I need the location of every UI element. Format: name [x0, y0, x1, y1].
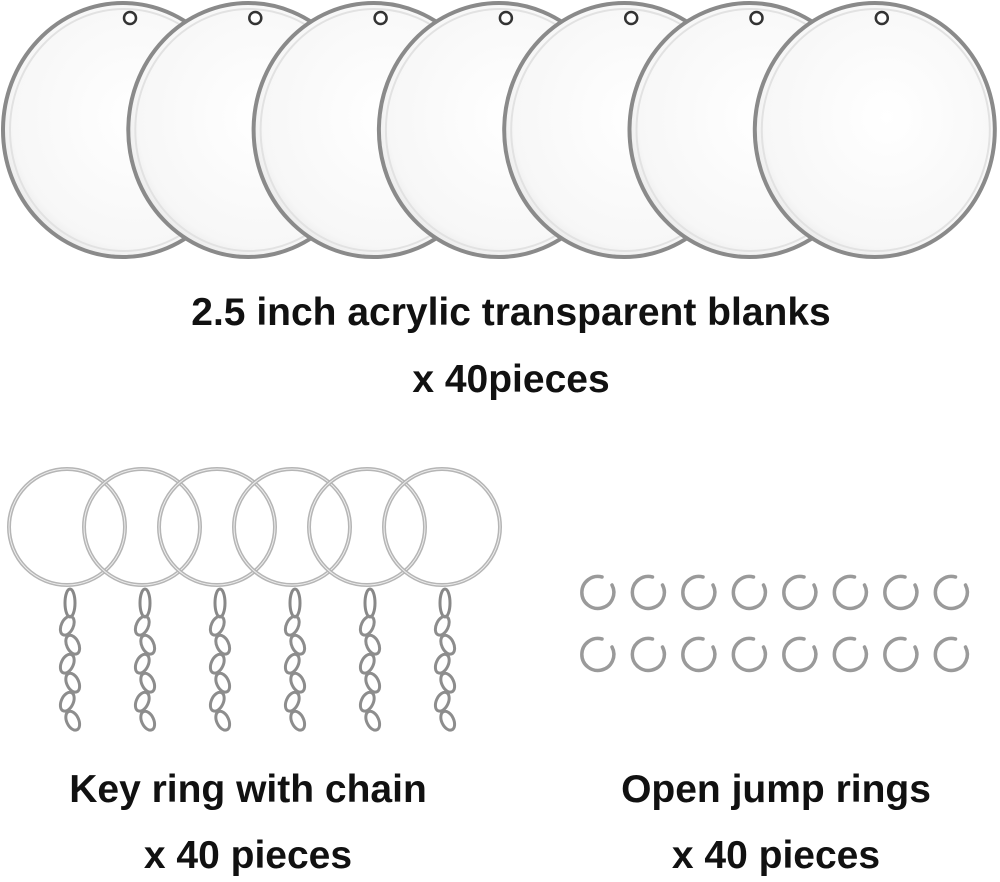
chain-jump-link: [63, 587, 77, 619]
split-ring-highlight: [8, 468, 126, 586]
chain-link: [289, 633, 307, 656]
open-jump-ring: [630, 574, 667, 611]
chain-link: [433, 614, 451, 637]
open-jump-ring: [883, 574, 919, 611]
chain-link: [283, 652, 301, 675]
chain-link: [208, 652, 226, 675]
acrylic-disc: [752, 1, 997, 259]
key-rings-quantity: x 40 pieces: [143, 834, 353, 877]
chain-link: [439, 633, 457, 656]
chain-jump-link: [438, 587, 452, 619]
chain-link: [433, 690, 451, 713]
chain-link: [358, 614, 376, 637]
chain-link: [214, 709, 232, 732]
open-jump-ring: [630, 636, 667, 673]
split-ring: [82, 467, 202, 587]
chain-link: [364, 709, 382, 732]
chain-link: [64, 633, 82, 656]
open-jump-ring: [832, 574, 869, 611]
open-jump-ring: [782, 636, 818, 673]
jump-rings-quantity: x 40 pieces: [671, 834, 881, 877]
open-jump-ring: [580, 574, 616, 611]
chain-link: [64, 671, 82, 694]
disc-hole: [498, 10, 514, 26]
open-jump-ring: [681, 574, 717, 611]
split-ring-highlight: [233, 468, 351, 586]
chain-jump-link: [138, 587, 152, 619]
chain-link: [133, 652, 151, 675]
disc-hole: [874, 10, 890, 26]
split-ring: [307, 467, 427, 587]
disc-hole: [749, 10, 764, 26]
chain-link: [58, 652, 76, 675]
chain-jump-link: [363, 587, 377, 619]
chain-link: [283, 614, 301, 637]
chain-link: [433, 652, 451, 675]
chain-link: [289, 709, 307, 732]
split-ring-highlight: [383, 468, 501, 586]
chain-link: [58, 690, 76, 713]
chain-link: [139, 671, 157, 694]
split-ring-highlight: [308, 468, 426, 586]
open-jump-ring: [782, 574, 818, 611]
chain-link: [208, 690, 226, 713]
chain-link: [139, 709, 157, 732]
disc-hole: [373, 10, 388, 26]
split-ring: [157, 467, 277, 587]
chain-link: [139, 633, 157, 656]
jump-rings-title: Open jump rings: [621, 768, 931, 811]
open-jump-ring: [681, 636, 717, 673]
open-jump-ring: [832, 636, 869, 673]
chain-link: [289, 671, 307, 694]
chain-link: [58, 614, 76, 637]
split-ring-highlight: [158, 468, 276, 586]
chain-link: [208, 614, 226, 637]
open-jump-ring: [933, 636, 970, 673]
chain-link: [133, 690, 151, 713]
chain-link: [358, 652, 376, 675]
chain-link: [364, 633, 382, 656]
chain-link: [133, 614, 151, 637]
chain-link: [64, 709, 82, 732]
disc-hole: [248, 10, 263, 26]
chain-link: [358, 690, 376, 713]
chain-link: [439, 671, 457, 694]
chain-link: [214, 633, 232, 656]
split-ring: [7, 467, 127, 587]
open-jump-ring: [731, 574, 768, 611]
split-ring-highlight: [83, 468, 201, 586]
disc-hole: [623, 10, 639, 26]
open-jump-ring: [580, 636, 616, 673]
open-jump-ring: [883, 636, 919, 673]
open-jump-ring: [731, 636, 768, 673]
chain-link: [283, 690, 301, 713]
chain-jump-link: [288, 587, 302, 619]
chain-link: [214, 671, 232, 694]
disc-inner-edge: [760, 8, 991, 252]
chain-link: [364, 671, 382, 694]
chain-link: [439, 709, 457, 732]
open-jump-ring: [933, 574, 970, 611]
blanks-title: 2.5 inch acrylic transparent blanks: [191, 291, 831, 334]
chain-jump-link: [213, 587, 227, 619]
key-rings-title: Key ring with chain: [69, 768, 427, 811]
split-ring: [382, 467, 502, 587]
disc-hole: [122, 10, 138, 26]
blanks-quantity: x 40pieces: [412, 358, 610, 401]
split-ring: [232, 467, 352, 587]
